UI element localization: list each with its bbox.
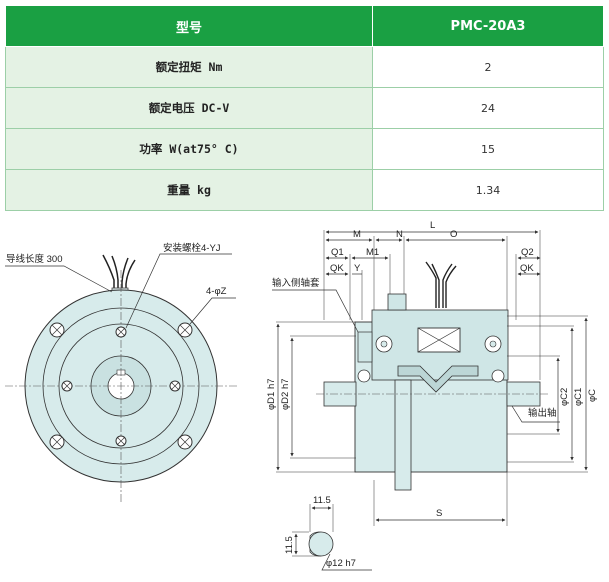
dim-D2: φD2 h7	[280, 378, 291, 410]
header-model: PMC-20A3	[372, 5, 604, 47]
input-sleeve-label: 输入侧轴套	[272, 277, 320, 289]
holes-label: 4-φZ	[206, 286, 227, 297]
leader-line	[272, 289, 359, 333]
leader-line	[511, 405, 560, 423]
param-cell: 重量 kg	[5, 169, 373, 211]
dim-S: S	[436, 508, 442, 519]
shaft-height-label: 11.5	[284, 536, 295, 554]
table-row: 重量 kg 1.34	[5, 169, 604, 211]
leader-line	[321, 553, 372, 571]
leader-line	[5, 265, 113, 293]
side-view: L M N O Q1 M1 Q2 QK Y QK	[266, 220, 598, 526]
output-shaft-label: 输出轴	[528, 407, 557, 419]
param-cell: 额定电压 DC-V	[5, 87, 373, 129]
lead-wire	[425, 261, 437, 308]
value-cell: 2	[372, 46, 604, 88]
table-row: 功率 W(at75° C) 15	[5, 128, 604, 170]
dim-M1: M1	[366, 247, 379, 258]
value-cell: 24	[372, 87, 604, 129]
dim-N: N	[396, 229, 403, 240]
flange-hole	[177, 322, 193, 338]
dim-C: φC	[587, 389, 598, 402]
lead-wire	[431, 263, 440, 308]
dim-QK-left: QK	[330, 263, 344, 274]
front-view: 导线长度 300 安装螺栓4-YJ 4-φZ	[5, 242, 237, 502]
dim-L: L	[430, 220, 435, 231]
table-row: 额定扭矩 Nm 2	[5, 46, 604, 88]
mount-bolt	[115, 326, 127, 338]
dim-D1: φD1 h7	[266, 378, 277, 410]
armature	[397, 365, 479, 393]
dim-QK-right: QK	[520, 263, 534, 274]
dim-Y: Y	[354, 263, 361, 274]
flange-hole	[49, 322, 65, 338]
shaft-width-label: 11.5	[313, 495, 331, 506]
header-param: 型号	[5, 5, 373, 47]
technical-drawing: 导线长度 300 安装螺栓4-YJ 4-φZ L M N O Q1 M1 Q2 …	[5, 220, 598, 571]
mount-bolt	[61, 380, 73, 392]
lead-wire	[442, 263, 453, 308]
shaft-circle	[308, 531, 334, 557]
lead-wire	[445, 265, 457, 308]
table-row: 额定电压 DC-V 24	[5, 87, 604, 129]
param-cell: 功率 W(at75° C)	[5, 128, 373, 170]
dim-O: O	[450, 229, 457, 240]
flange-hole	[177, 434, 193, 450]
dim-C1: φC1	[573, 388, 584, 406]
lead-wire	[111, 255, 119, 300]
mount-bolt	[115, 435, 127, 447]
terminal-box	[387, 293, 407, 311]
shaft-diameter-label: φ12 h7	[326, 558, 356, 569]
bearing	[491, 369, 505, 383]
spec-header-row: 型号 PMC-20A3	[5, 5, 604, 47]
param-cell: 额定扭矩 Nm	[5, 46, 373, 88]
lead-wire	[121, 257, 129, 300]
shaft-section: 11.5 11.5 φ12 h7	[284, 495, 372, 571]
leader-line	[125, 253, 232, 329]
lead-wire	[102, 254, 115, 300]
dim-Q1: Q1	[331, 247, 344, 258]
lead-wire	[125, 259, 136, 300]
value-cell: 15	[372, 128, 604, 170]
mount-bolt	[169, 380, 181, 392]
mount-pilot	[394, 379, 412, 491]
spec-table: 型号 PMC-20A3 额定扭矩 Nm 2 额定电压 DC-V 24 功率 W(…	[5, 5, 604, 211]
mount-bolt-label: 安装螺栓4-YJ	[163, 242, 221, 254]
dim-M: M	[353, 229, 361, 240]
lead-length-label: 导线长度 300	[6, 253, 63, 265]
value-cell: 1.34	[372, 169, 604, 211]
dim-C2: φC2	[559, 388, 570, 406]
bearing	[357, 369, 371, 383]
input-sleeve	[357, 331, 373, 363]
flange-hole	[49, 434, 65, 450]
leader-line	[189, 297, 236, 325]
dim-Q2: Q2	[521, 247, 534, 258]
